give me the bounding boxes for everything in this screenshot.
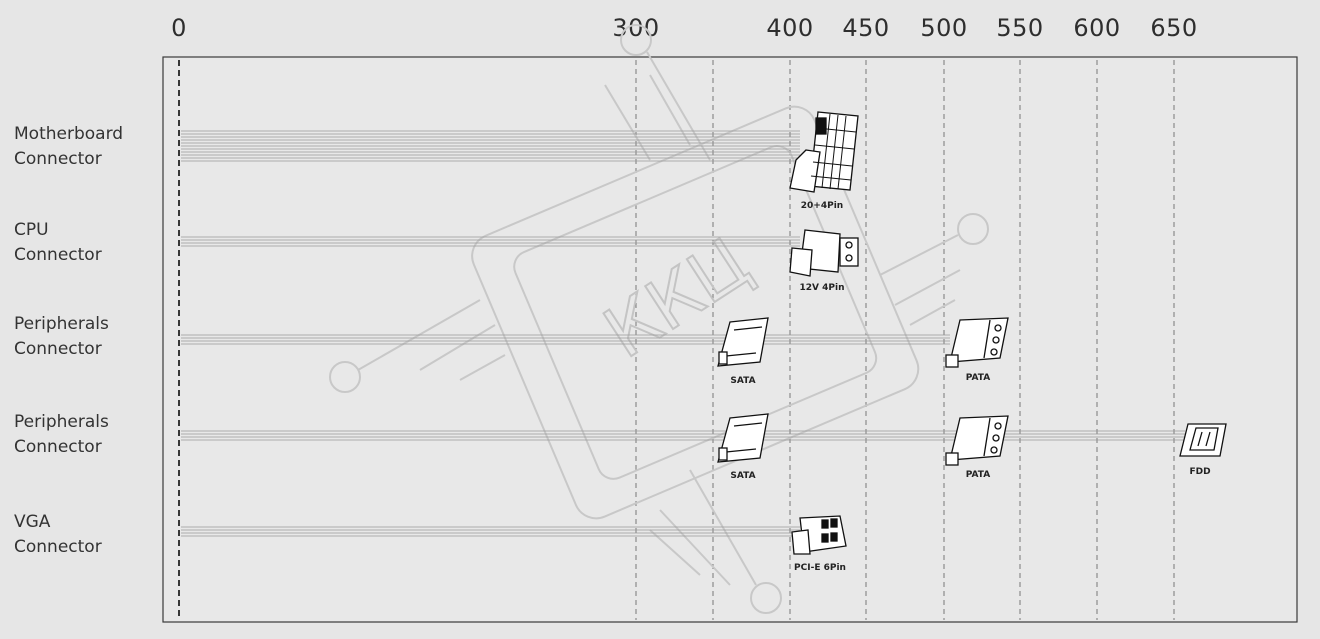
cables-peripherals-1 [181, 334, 950, 345]
connector-sata-1-icon [717, 317, 769, 367]
connector-pata-2-icon [945, 415, 1009, 466]
label-12v-4pin: 12V 4Pin [800, 283, 845, 293]
cables-vga [181, 526, 800, 537]
axis-tick-0: 0 [171, 14, 187, 42]
label-sata-1: SATA [730, 376, 755, 386]
label-pata-1: PATA [966, 373, 990, 383]
cables-motherboard [181, 130, 800, 162]
connector-sata-2-icon [717, 413, 769, 463]
axis-tick-650: 650 [1150, 14, 1198, 42]
connector-20-4pin-icon [789, 111, 859, 193]
connector-12v-4pin-icon [789, 229, 859, 277]
connector-pcie-6pin-icon [791, 515, 847, 555]
label-pata-2: PATA [966, 470, 990, 480]
connector-pata-1-icon [945, 317, 1009, 368]
label-sata-2: SATA [730, 471, 755, 481]
connector-fdd-icon [1179, 423, 1227, 457]
axis-tick-500: 500 [920, 14, 968, 42]
axis-tick-550: 550 [996, 14, 1044, 42]
label-fdd: FDD [1189, 467, 1210, 477]
label-pcie-6pin: PCI-E 6Pin [794, 563, 846, 573]
axis-tick-450: 450 [842, 14, 890, 42]
label-20-4pin: 20+4Pin [801, 201, 843, 211]
axis-tick-400: 400 [766, 14, 814, 42]
cables-peripherals-2 [181, 430, 1185, 441]
cables-cpu [181, 236, 800, 247]
axis-tick-600: 600 [1073, 14, 1121, 42]
